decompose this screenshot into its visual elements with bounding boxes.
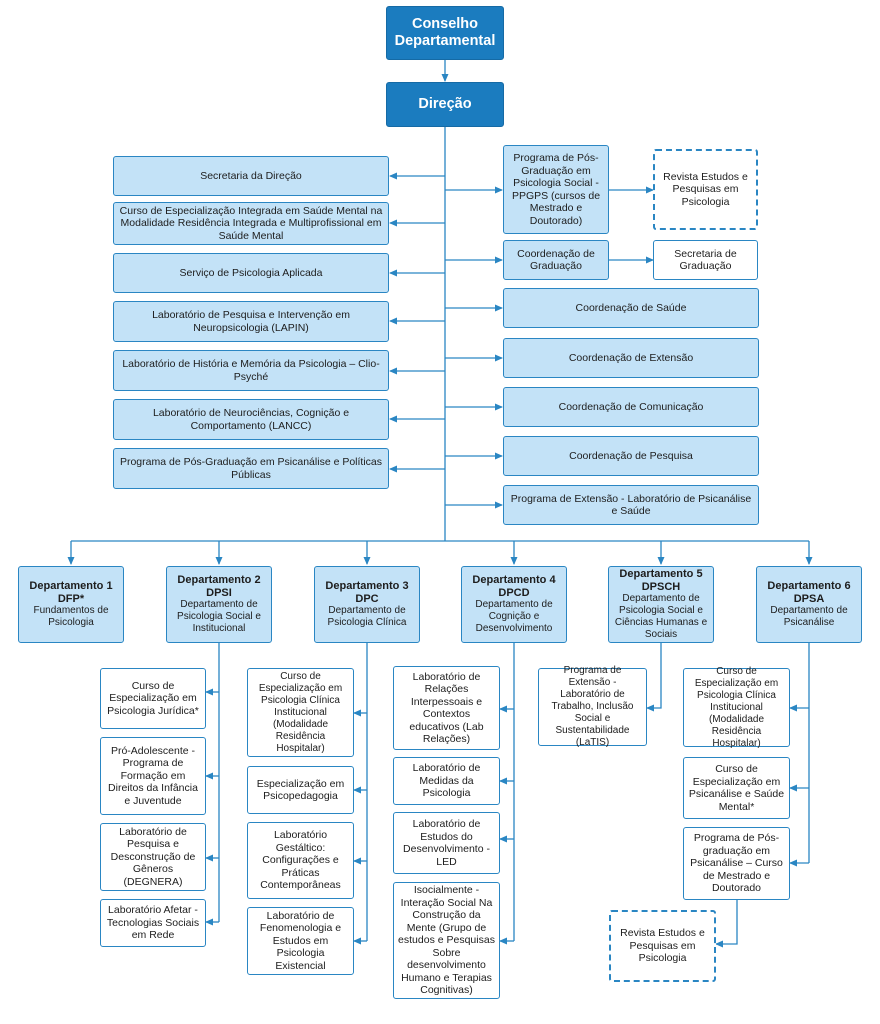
d6-unit-psicanalise-saude-mental: Curso de Especialização em Psicanálise e… (683, 757, 790, 819)
d3-unit-fenomenologia: Laboratório de Fenomenologia e Estudos e… (247, 907, 354, 975)
d6-unit-pos-psicanalise: Programa de Pós-graduação em Psicanálise… (683, 827, 790, 900)
left-unit-especializacao-saude-mental: Curso de Especialização Integrada em Saú… (113, 202, 389, 245)
conselho-departamental-label: Conselho Departamental (394, 16, 496, 49)
right-unit-coord-extensao: Coordenação de Extensão (503, 338, 759, 378)
left-unit-pos-psicanalise: Programa de Pós-Graduação em Psicanálise… (113, 448, 389, 489)
left-unit-lapin: Laboratório de Pesquisa e Intervenção em… (113, 301, 389, 342)
direcao-box: Direção (386, 82, 504, 127)
department-2: Departamento 2 DPSI Departamento de Psic… (166, 566, 272, 643)
direcao-label: Direção (418, 96, 472, 112)
d4-unit-isocialmente: Isocialmente - Interação Social Na Const… (393, 882, 500, 999)
department-5: Departamento 5 DPSCH Departamento de Psi… (608, 566, 714, 643)
right-unit-coord-pesquisa: Coordenação de Pesquisa (503, 436, 759, 476)
right-unit-prog-extensao: Programa de Extensão - Laboratório de Ps… (503, 485, 759, 525)
department-4: Departamento 4 DPCD Departamento de Cogn… (461, 566, 567, 643)
d4-unit-medidas: Laboratório de Medidas da Psicologia (393, 757, 500, 805)
d3-unit-psicopedagogia: Especialização em Psicopedagogia (247, 766, 354, 814)
conselho-departamental-box: Conselho Departamental (386, 6, 504, 60)
right-unit-ppgps: Programa de Pós-Graduação em Psicologia … (503, 145, 609, 234)
right-unit-sec-graduacao: Secretaria de Graduação (653, 240, 758, 280)
connector-d5 (646, 643, 662, 712)
d4-unit-lab-relacoes: Laboratório de Relações Interpessoais e … (393, 666, 500, 750)
d2-unit-pro-adolescente: Pró-Adolescente - Programa de Formação e… (100, 737, 206, 815)
left-unit-spa: Serviço de Psicologia Aplicada (113, 253, 389, 293)
d6-unit-clinica-institucional: Curso de Especialização em Psicologia Cl… (683, 666, 790, 749)
left-unit-lancc: Laboratório de Neurociências, Cognição e… (113, 399, 389, 440)
department-1: Departamento 1 DFP* Fundamentos de Psico… (18, 566, 124, 643)
left-unit-clio-psyche: Laboratório de História e Memória da Psi… (113, 350, 389, 391)
d2-unit-degnera: Laboratório de Pesquisa e Desconstrução … (100, 823, 206, 891)
right-unit-coord-graduacao: Coordenação de Graduação (503, 240, 609, 280)
d3-unit-gestaltico: Laboratório Gestáltico: Configurações e … (247, 822, 354, 899)
right-unit-revista: Revista Estudos e Pesquisas em Psicologi… (653, 149, 758, 230)
d2-unit-afetar: Laboratório Afetar - Tecnologias Sociais… (100, 899, 206, 947)
right-unit-coord-comunicacao: Coordenação de Comunicação (503, 387, 759, 427)
right-unit-coord-saude: Coordenação de Saúde (503, 288, 759, 328)
d4-unit-led: Laboratório de Estudos do Desenvolviment… (393, 812, 500, 874)
d3-unit-clinica-institucional: Curso de Especialização em Psicologia Cl… (247, 668, 354, 757)
department-3: Departamento 3 DPC Departamento de Psico… (314, 566, 420, 643)
d2-unit-juridica: Curso de Especialização em Psicologia Ju… (100, 668, 206, 729)
connector-d6-revista (715, 900, 738, 948)
left-unit-secretaria: Secretaria da Direção (113, 156, 389, 196)
d6-unit-revista: Revista Estudos e Pesquisas em Psicologi… (609, 910, 716, 982)
department-6: Departamento 6 DPSA Departamento de Psic… (756, 566, 862, 643)
d5-unit-latis: Programa de Extensão - Laboratório de Tr… (538, 665, 647, 748)
